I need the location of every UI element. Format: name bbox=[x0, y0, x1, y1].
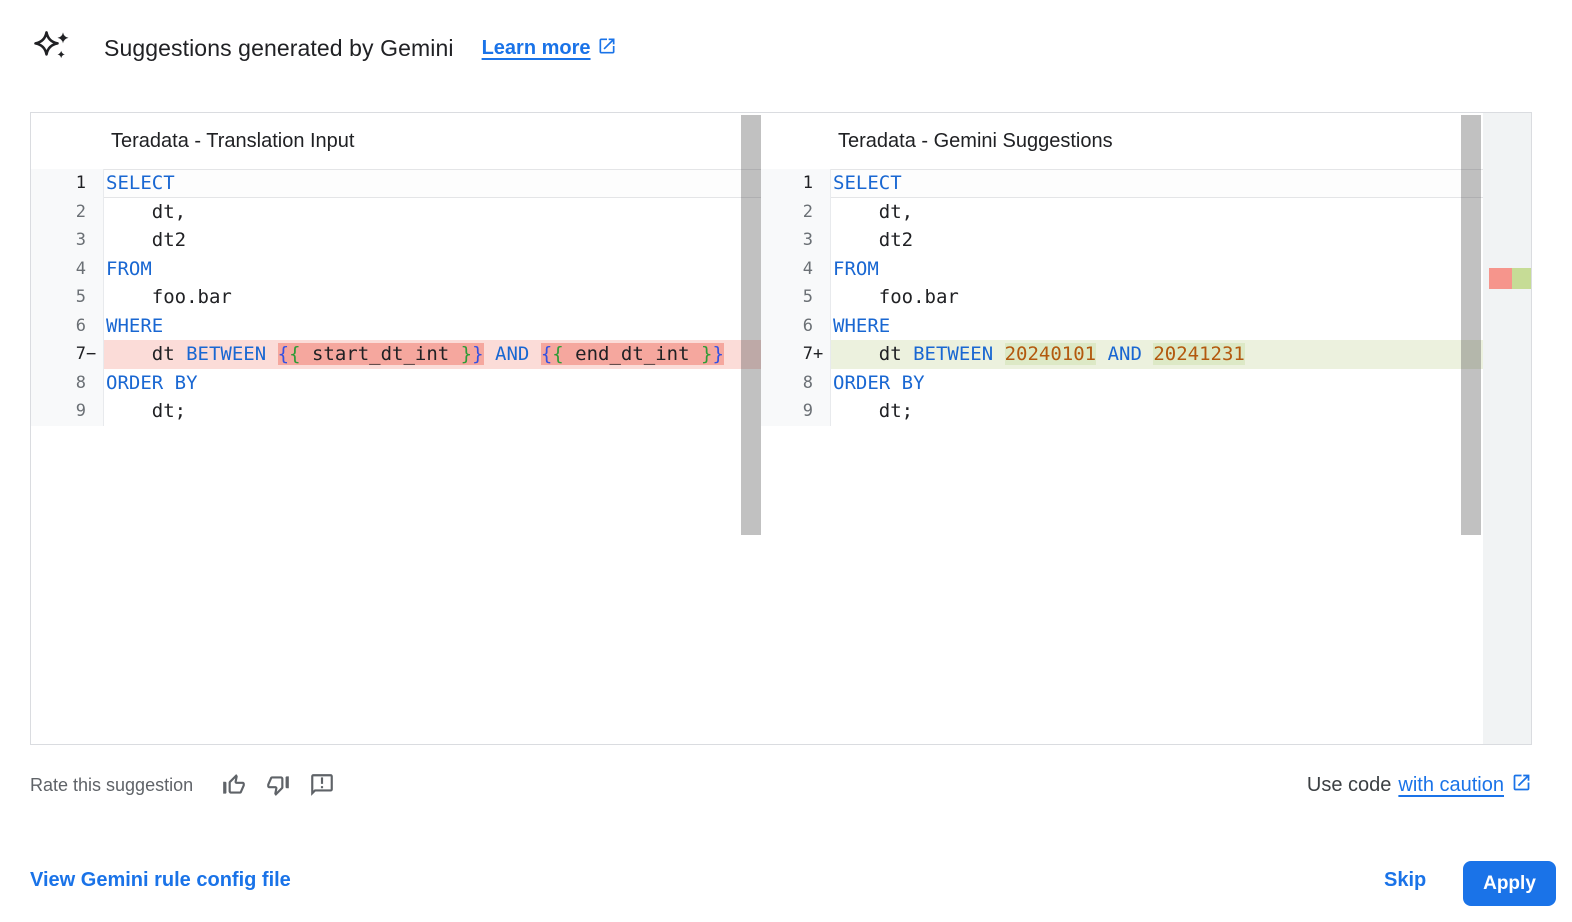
code-line-row: 3 dt2 bbox=[31, 226, 761, 255]
gemini-sparkle-icon bbox=[30, 26, 74, 70]
code-line-row: 2 dt, bbox=[761, 197, 1483, 226]
ruler-added-mark bbox=[1512, 268, 1531, 289]
code-line-row: 7− dt BETWEEN {{ start_dt_int }} AND {{ … bbox=[31, 340, 761, 369]
thumbs-down-icon[interactable] bbox=[263, 770, 293, 800]
code-line-row: 9 dt; bbox=[31, 397, 761, 426]
rate-suggestion-label: Rate this suggestion bbox=[30, 774, 194, 795]
diff-overview-ruler[interactable] bbox=[1483, 113, 1531, 744]
code-line-row: 5 foo.bar bbox=[761, 283, 1483, 312]
code-line-row: 2 dt, bbox=[31, 197, 761, 226]
external-link-icon bbox=[1511, 772, 1532, 798]
use-code-caution: Use code with caution bbox=[1307, 772, 1532, 798]
code-line-row: 3 dt2 bbox=[761, 226, 1483, 255]
page-title: Suggestions generated by Gemini bbox=[104, 34, 454, 61]
view-gemini-rule-config-link[interactable]: View Gemini rule config file bbox=[30, 869, 291, 891]
left-editor-title: Teradata - Translation Input bbox=[111, 129, 355, 152]
right-editor-scrollbar[interactable] bbox=[1461, 115, 1481, 535]
external-link-icon bbox=[597, 36, 617, 61]
code-line-row: 5 foo.bar bbox=[31, 283, 761, 312]
right-editor-title: Teradata - Gemini Suggestions bbox=[838, 129, 1113, 152]
with-caution-link[interactable]: with caution bbox=[1398, 773, 1504, 796]
feedback-icon[interactable] bbox=[307, 770, 337, 800]
code-line-row: 9 dt; bbox=[761, 397, 1483, 426]
thumbs-up-icon[interactable] bbox=[219, 770, 249, 800]
right-editor-header: Teradata - Gemini Suggestions bbox=[761, 113, 1483, 169]
code-line-row: 7+ dt BETWEEN 20240101 AND 20241231 bbox=[761, 340, 1483, 369]
dialog-header: Suggestions generated by Gemini Learn mo… bbox=[30, 26, 617, 70]
left-editor-scrollbar[interactable] bbox=[741, 115, 761, 535]
left-editor-header: Teradata - Translation Input bbox=[31, 113, 761, 169]
learn-more-link[interactable]: Learn more bbox=[482, 36, 617, 61]
use-code-label: Use code bbox=[1306, 773, 1392, 796]
skip-button[interactable]: Skip bbox=[1384, 869, 1427, 891]
apply-button[interactable]: Apply bbox=[1463, 861, 1556, 906]
rate-suggestion-row: Rate this suggestion bbox=[30, 770, 337, 800]
ruler-removed-mark bbox=[1489, 268, 1512, 289]
